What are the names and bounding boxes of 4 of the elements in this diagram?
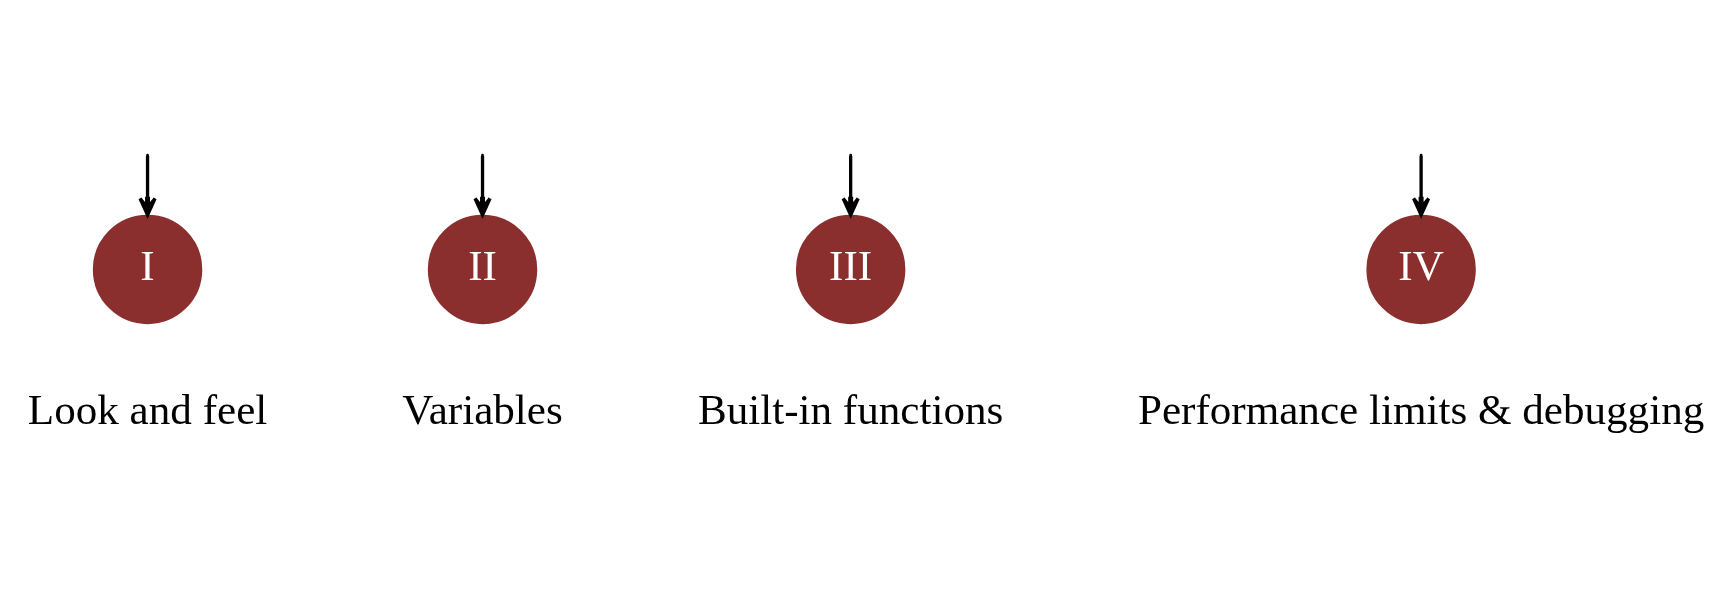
node-label: Variables <box>402 385 563 433</box>
node-label: Built-in functions <box>697 385 1004 433</box>
node-label: Performance limits & debugging <box>1137 385 1705 433</box>
node-label: Look and feel <box>27 385 268 433</box>
